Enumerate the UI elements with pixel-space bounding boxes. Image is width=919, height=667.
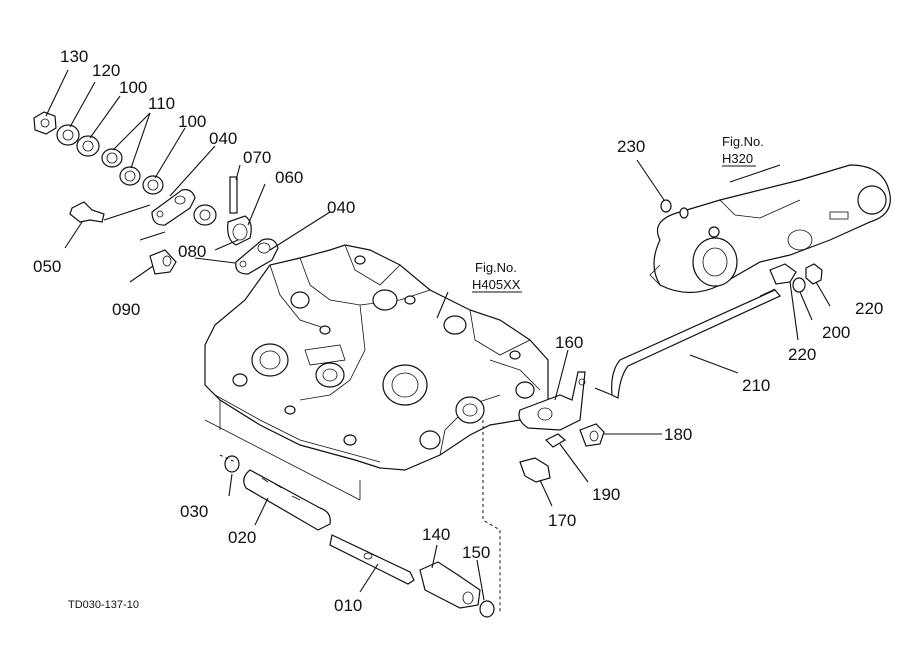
valve-body-housing (204, 244, 549, 501)
label-140: 140 (422, 525, 450, 544)
washer-110b (119, 166, 141, 186)
label-040b: 040 (327, 198, 355, 217)
label-060: 060 (275, 168, 303, 187)
label-150: 150 (462, 543, 490, 562)
label-170: 170 (548, 511, 576, 530)
label-030: 030 (180, 502, 208, 521)
washer-100a (76, 135, 100, 157)
bolt-050 (69, 201, 105, 223)
collar-060 (227, 215, 252, 246)
label-190: 190 (592, 485, 620, 504)
nut-220b (805, 263, 823, 285)
plate-040a (151, 189, 196, 226)
part-number-labels: 130 120 100 110 100 040 070 060 040 050 … (33, 47, 883, 615)
label-120: 120 (92, 61, 120, 80)
washer-120 (56, 124, 80, 146)
label-070: 070 (243, 148, 271, 167)
fig-ref-label: Fig.No. (475, 260, 517, 275)
label-080: 080 (178, 242, 206, 261)
pin-070 (229, 176, 238, 214)
plate-040b (235, 238, 279, 275)
washer-200 (792, 277, 806, 293)
washer-stack-group (33, 111, 279, 275)
label-040a: 040 (209, 129, 237, 148)
spool-010 (329, 534, 415, 585)
spool-020 (243, 469, 331, 531)
label-220b: 220 (788, 345, 816, 364)
clip-230 (660, 199, 672, 213)
fig-ref-h405xx: Fig.No. H405XX (472, 260, 522, 293)
label-110: 110 (148, 94, 175, 113)
label-160: 160 (555, 333, 583, 352)
label-090: 090 (112, 300, 140, 319)
plug-170 (519, 457, 551, 483)
rod-linkage (518, 288, 781, 483)
alignment-dashes (219, 420, 501, 612)
washer-110a (101, 148, 123, 168)
fig-ref-h320: Fig.No. H320 (722, 134, 764, 167)
fig-ref-value: H320 (722, 151, 753, 166)
bushing-180 (579, 423, 605, 447)
collar-140 (419, 561, 481, 609)
label-220a: 220 (855, 299, 883, 318)
washer-100b (142, 175, 164, 195)
label-200: 200 (822, 323, 850, 342)
o-ring-150 (479, 600, 495, 618)
fig-ref-label: Fig.No. (722, 134, 764, 149)
label-130: 130 (60, 47, 88, 66)
washer-080 (193, 204, 217, 226)
leader-lines-other (228, 159, 831, 601)
label-100b: 100 (178, 112, 206, 131)
label-180: 180 (664, 425, 692, 444)
fig-ref-value: H405XX (472, 277, 521, 292)
spool-assembly (224, 455, 495, 618)
label-230: 230 (617, 137, 645, 156)
nut-130 (33, 111, 57, 135)
lift-arm-reference (649, 164, 891, 294)
pin-220a (769, 263, 797, 285)
leader-lines-top-left (45, 69, 331, 283)
label-050: 050 (33, 257, 61, 276)
label-020: 020 (228, 528, 256, 547)
label-100a: 100 (119, 78, 147, 97)
link-plate-160 (518, 371, 586, 431)
label-210: 210 (742, 376, 770, 395)
pin-190 (544, 433, 567, 448)
label-010: 010 (334, 596, 362, 615)
drawing-code: TD030-137-10 (68, 599, 139, 611)
o-ring-030 (224, 455, 240, 473)
